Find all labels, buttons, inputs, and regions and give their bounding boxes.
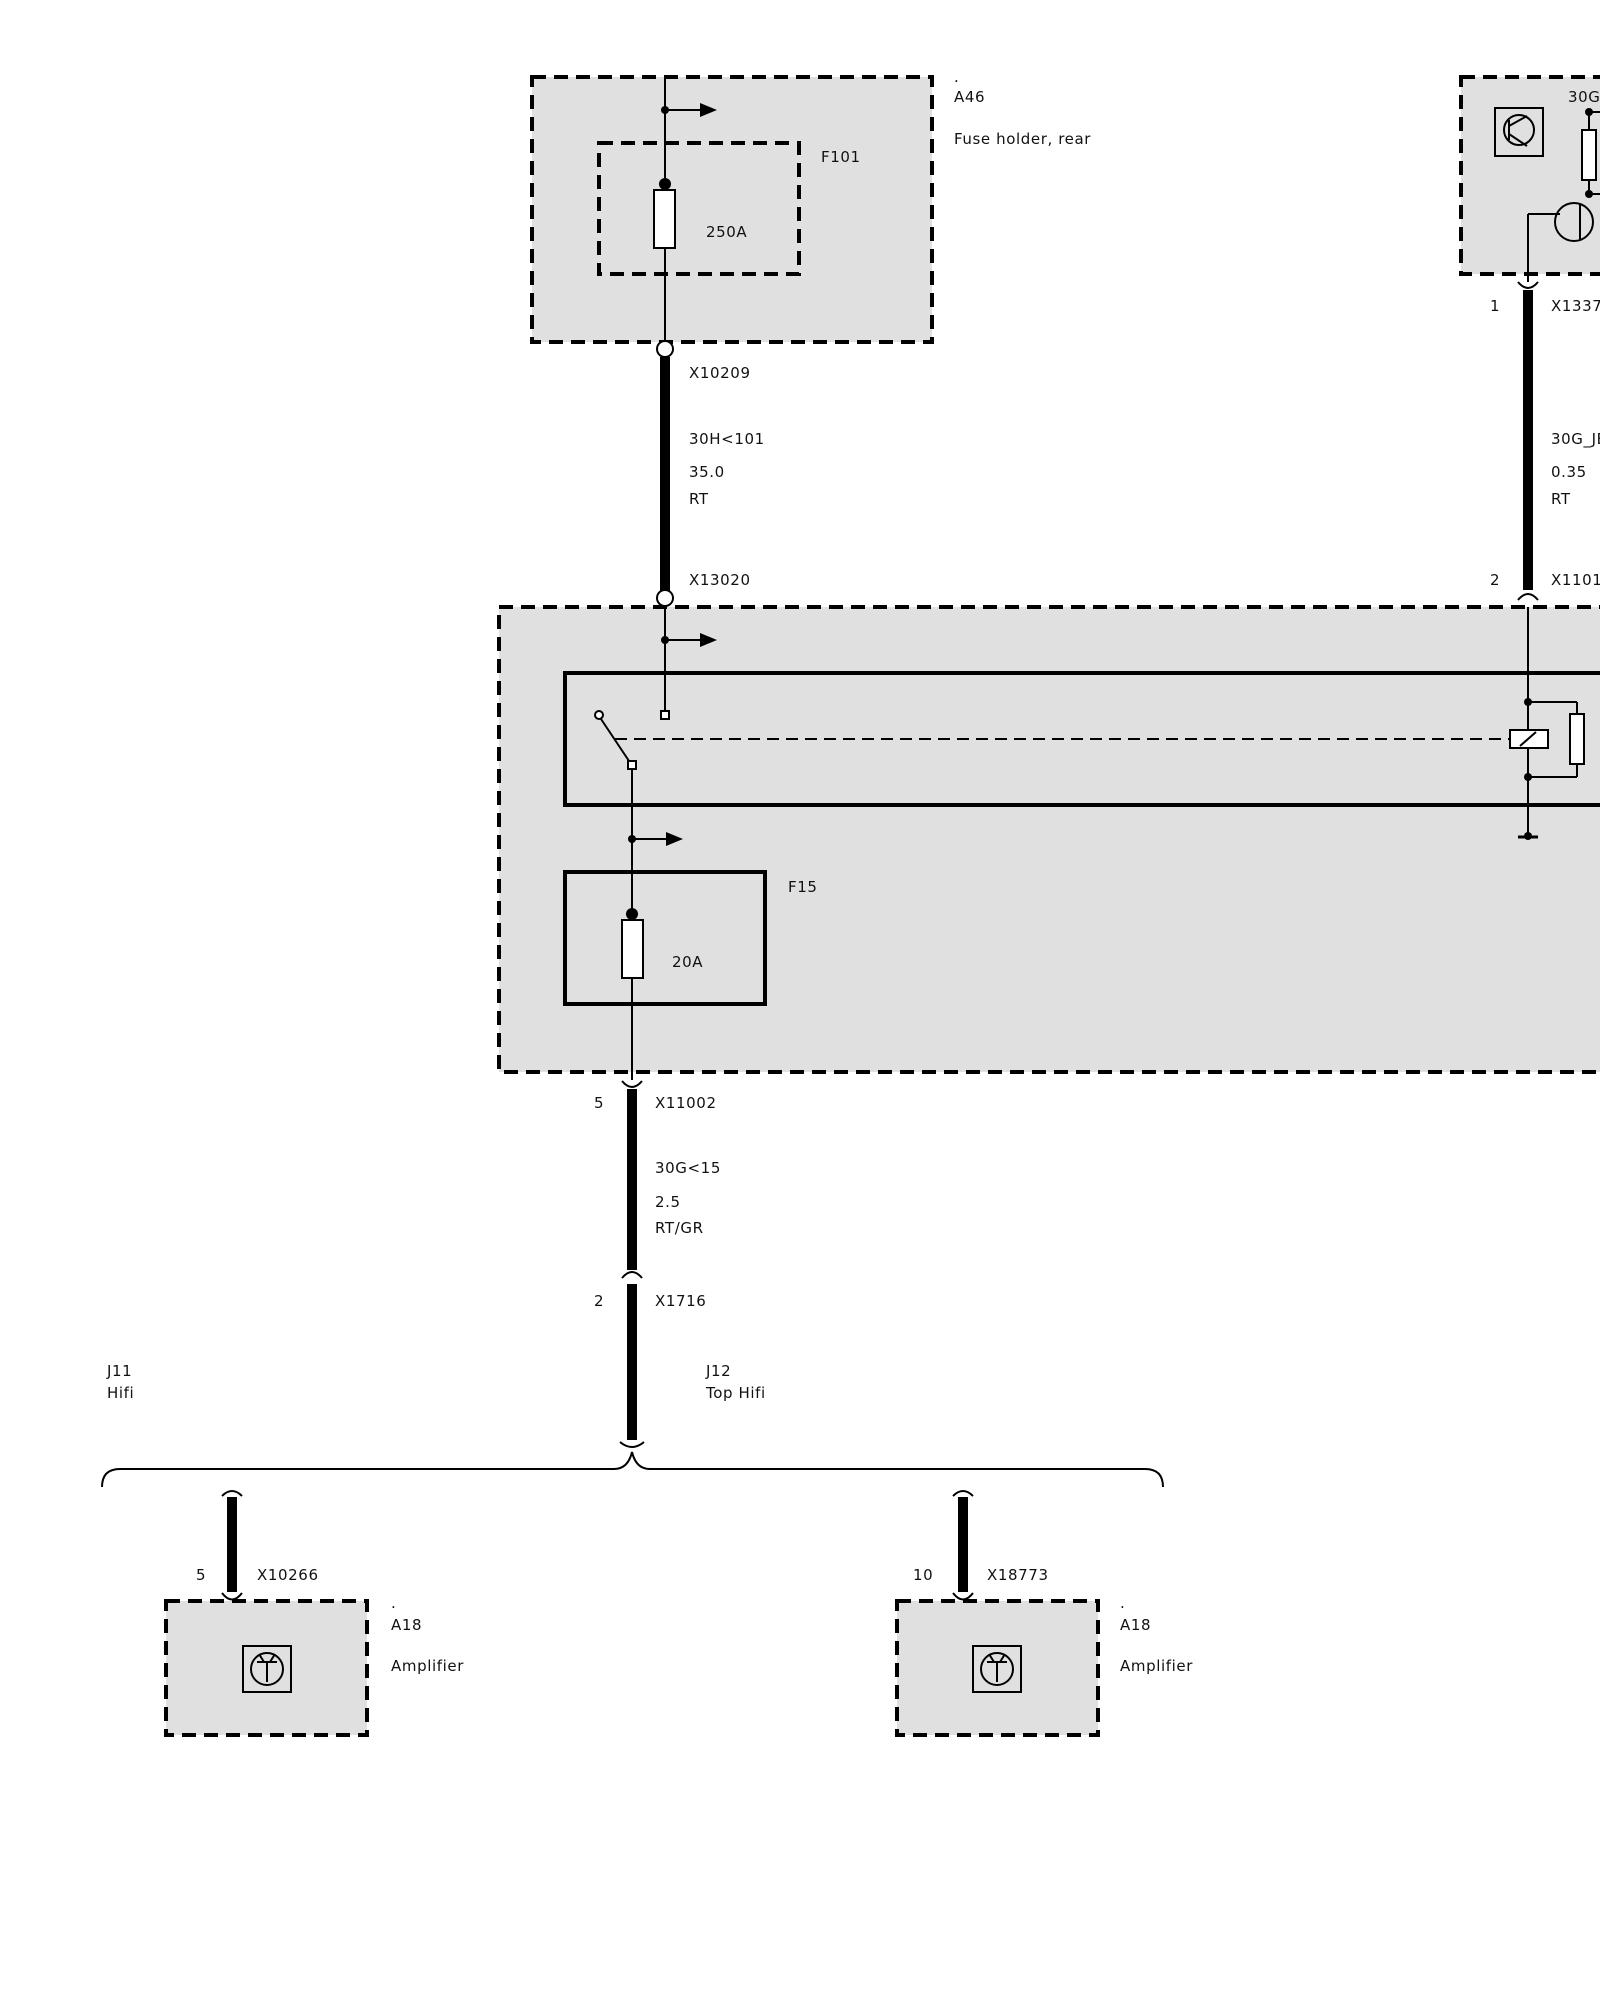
wire-30h-gauge: 35.0 [689,463,725,481]
amplifier-right-name: Amplifier [1120,1657,1193,1675]
amplifier-icon [242,1645,292,1693]
connector-x10266-pin: 5 [196,1566,206,1584]
junction-box: 20A F15 [497,605,1600,1080]
connector-x10209-label: X10209 [689,364,751,382]
amplifier-icon [972,1645,1022,1693]
amplifier-right-dot: . [1120,1594,1125,1612]
connector-x1101-label: X1101 [1551,571,1600,589]
fuse-f101-icon [653,189,676,249]
wire-30g15-name: 30G<15 [655,1159,721,1177]
arrow-icon [666,832,683,846]
fuse-f15-box [563,870,767,1006]
arrow-icon [700,633,717,647]
transistor-icon [1494,107,1544,157]
variant-brace [101,1451,1164,1488]
variant-j11-name: Hifi [107,1384,134,1402]
connector-x13020-label: X13020 [689,571,751,589]
amplifier-left-id: A18 [391,1616,422,1634]
wire-30g-jb-name: 30G_JB [1551,430,1600,449]
wire-30h-name: 30H<101 [689,430,765,448]
fuse-f15-icon [621,919,644,979]
connector-x1716-label: X1716 [655,1292,706,1310]
fuse-holder-a46: 250A F101 [530,75,934,344]
arrow-icon [700,103,717,117]
connector-x11002-label: X11002 [655,1094,717,1112]
connector-x11002-pin: 5 [594,1094,604,1112]
a46-dot: . [954,68,959,86]
variant-j11-id: J11 [106,1362,132,1380]
fuse-f15-id: F15 [788,878,818,896]
connector-x1337-pin: 1 [1490,297,1500,315]
resistor-icon [1569,713,1585,765]
fuse-f101-id: F101 [821,148,861,166]
relay-contact-switched [627,760,637,770]
connector-x10209-icon [656,340,674,358]
wire-30g15-color: RT/GR [655,1219,704,1237]
variant-j12-name: Top Hifi [705,1384,766,1402]
resistor-icon [1581,129,1597,181]
connector-x10266-label: X10266 [257,1566,319,1584]
relay-contact-pivot [594,710,604,720]
a46-name: Fuse holder, rear [954,130,1091,148]
top-right-module-label: 30G [1568,88,1600,106]
wire-30g-jb-gauge: 0.35 [1551,463,1587,481]
connector-x18773-label: X18773 [987,1566,1049,1584]
a46-id: A46 [954,88,985,106]
connector-x13020-icon [656,589,674,607]
connector-x18773-pin: 10 [913,1566,933,1584]
variant-j12-id: J12 [705,1362,731,1380]
fuse-f101-rating: 250A [706,223,747,241]
fuse-f15-rating: 20A [672,953,703,971]
amplifier-a18-left [164,1599,369,1737]
top-right-module: 30G [1459,75,1600,282]
amplifier-a18-right [895,1599,1100,1737]
amplifier-left-dot: . [391,1594,396,1612]
amplifier-left-name: Amplifier [391,1657,464,1675]
wire-30g-jb-color: RT [1551,490,1571,508]
connector-x1716-pin: 2 [594,1292,604,1310]
relay-contact-fixed [660,710,670,720]
wire-30h-color: RT [689,490,709,508]
fuse-terminal-dot [659,178,671,190]
connector-x1101-pin: 2 [1490,571,1500,589]
relay-frame [563,671,1600,807]
wire-30g15-gauge: 2.5 [655,1193,681,1211]
connector-x1337-label: X1337 [1551,297,1600,315]
transistor-icon-2 [1554,202,1594,242]
amplifier-right-id: A18 [1120,1616,1151,1634]
